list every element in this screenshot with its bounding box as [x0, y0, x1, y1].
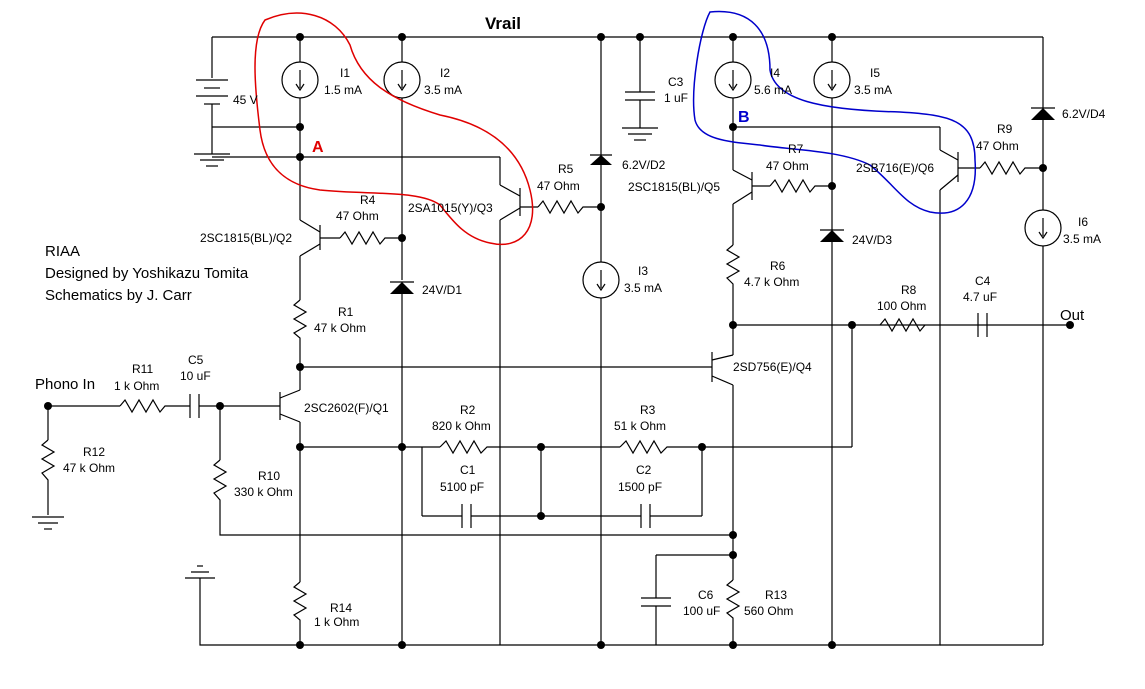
- caption-line-3: Schematics by J. Carr: [45, 287, 192, 304]
- i1-name: I1: [340, 66, 350, 80]
- c1-name: C1: [460, 463, 476, 477]
- r13-name: R13: [765, 588, 787, 602]
- d1-label: 24V/D1: [422, 283, 462, 297]
- i2-value: 3.5 mA: [424, 83, 462, 97]
- annotation-a-label: A: [312, 139, 324, 156]
- r5-value: 47 Ohm: [537, 179, 580, 193]
- q6-label: 2SB716(E)/Q6: [856, 161, 934, 175]
- caption-line-2: Designed by Yoshikazu Tomita: [45, 265, 249, 282]
- r10-name: R10: [258, 469, 280, 483]
- annotation-a-loop: [254, 12, 534, 245]
- i4-name: I4: [770, 66, 780, 80]
- d4-label: 6.2V/D4: [1062, 107, 1106, 121]
- c4-name: C4: [975, 274, 991, 288]
- r13-value: 560 Ohm: [744, 604, 793, 618]
- c5-name: C5: [188, 353, 204, 367]
- c3-value: 1 uF: [664, 91, 688, 105]
- rail-title: Vrail: [485, 14, 521, 33]
- r7-name: R7: [788, 142, 804, 156]
- c6-name: C6: [698, 588, 714, 602]
- i6-value: 3.5 mA: [1063, 232, 1101, 246]
- c3-name: C3: [668, 75, 684, 89]
- r3-value: 51 k Ohm: [614, 419, 666, 433]
- r8-value: 100 Ohm: [877, 299, 926, 313]
- r14-value: 1 k Ohm: [314, 615, 359, 629]
- q2-label: 2SC1815(BL)/Q2: [200, 231, 292, 245]
- r8-name: R8: [901, 283, 917, 297]
- r6-name: R6: [770, 259, 786, 273]
- r11-name: R11: [132, 362, 153, 376]
- i2-name: I2: [440, 66, 450, 80]
- q3-label: 2SA1015(Y)/Q3: [408, 201, 493, 215]
- r7-value: 47 Ohm: [766, 159, 809, 173]
- c2-value: 1500 pF: [618, 480, 662, 494]
- r9-name: R9: [997, 122, 1013, 136]
- i5-name: I5: [870, 66, 880, 80]
- r9-value: 47 Ohm: [976, 139, 1019, 153]
- i4-value: 5.6 mA: [754, 83, 792, 97]
- i3-value: 3.5 mA: [624, 281, 662, 295]
- r2-value: 820 k Ohm: [432, 419, 491, 433]
- c4-value: 4.7 uF: [963, 290, 997, 304]
- r2-name: R2: [460, 403, 476, 417]
- caption-line-1: RIAA: [45, 243, 80, 260]
- r12-value: 47 k Ohm: [63, 461, 115, 475]
- annotation-b-label: B: [738, 109, 750, 126]
- c1-value: 5100 pF: [440, 480, 484, 494]
- r10-value: 330 k Ohm: [234, 485, 293, 499]
- d3-label: 24V/D3: [852, 233, 892, 247]
- q5-label: 2SC1815(BL)/Q5: [628, 180, 720, 194]
- c2-name: C2: [636, 463, 652, 477]
- i3-name: I3: [638, 264, 648, 278]
- q1-label: 2SC2602(F)/Q1: [304, 401, 389, 415]
- annotation-b-loop: [692, 10, 977, 214]
- wires: [32, 36, 1070, 646]
- r1-value: 47 k Ohm: [314, 321, 366, 335]
- r12-name: R12: [83, 445, 105, 459]
- q4-label: 2SD756(E)/Q4: [733, 360, 812, 374]
- i6-name: I6: [1078, 215, 1088, 229]
- r1-name: R1: [338, 305, 354, 319]
- r5-name: R5: [558, 162, 574, 176]
- d2-label: 6.2V/D2: [622, 158, 666, 172]
- r6-value: 4.7 k Ohm: [744, 275, 799, 289]
- r4-value: 47 Ohm: [336, 209, 379, 223]
- r3-name: R3: [640, 403, 656, 417]
- r11-value: 1 k Ohm: [114, 379, 159, 393]
- input-label: Phono In: [35, 376, 95, 393]
- battery-label: 45 V: [233, 93, 258, 107]
- c5-value: 10 uF: [180, 369, 211, 383]
- output-label: Out: [1060, 307, 1085, 324]
- r4-name: R4: [360, 193, 376, 207]
- r14-name: R14: [330, 601, 352, 615]
- i1-value: 1.5 mA: [324, 83, 362, 97]
- c6-value: 100 uF: [683, 604, 720, 618]
- junction-dots: [44, 33, 1074, 649]
- i5-value: 3.5 mA: [854, 83, 892, 97]
